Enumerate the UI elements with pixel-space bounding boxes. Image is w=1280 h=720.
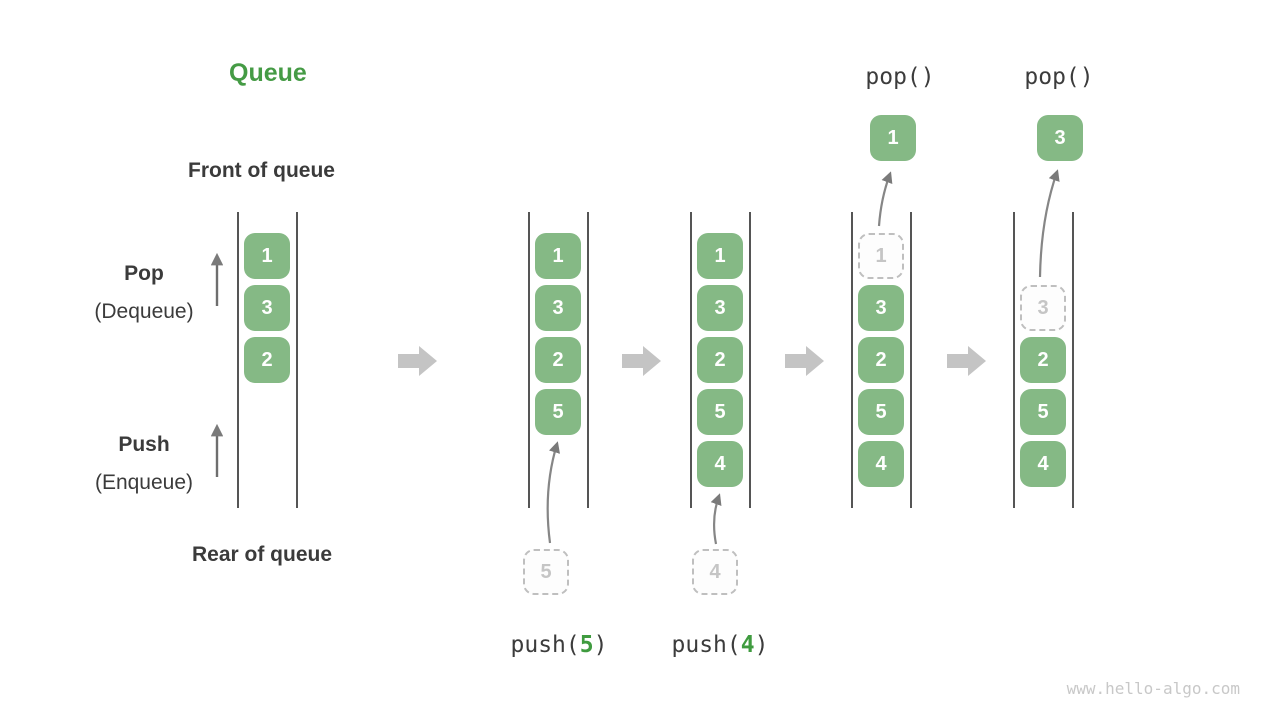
- step-arrow-icon: [622, 346, 661, 376]
- queue4-cell: 5: [858, 389, 904, 435]
- queue5-cell: 4: [1020, 441, 1066, 487]
- queue4-cell: 4: [858, 441, 904, 487]
- pop-label-1: pop(): [865, 64, 935, 90]
- dequeue-label: (Dequeue): [94, 300, 194, 323]
- queue-column-4: [851, 212, 912, 508]
- step-arrow-icon: [947, 346, 986, 376]
- queue1-cell: 2: [244, 337, 290, 383]
- queue3-cell: 4: [697, 441, 743, 487]
- queue5-cell: 5: [1020, 389, 1066, 435]
- queue-column-1: [237, 212, 298, 508]
- queue1-cell: 3: [244, 285, 290, 331]
- rear-of-queue-label: Rear of queue: [192, 543, 333, 566]
- queue-column-2: [528, 212, 589, 508]
- queue5-cell: 2: [1020, 337, 1066, 383]
- ghost-cell-push-4: 4: [692, 549, 738, 595]
- queue1-cell: 1: [244, 233, 290, 279]
- step-arrow-icon: [785, 346, 824, 376]
- queue3-cell: 2: [697, 337, 743, 383]
- ghost-cell-pop-1: 1: [858, 233, 904, 279]
- queue-column-3: [690, 212, 751, 508]
- popped-cell: 3: [1037, 115, 1083, 161]
- pop-label: Pop: [124, 262, 164, 285]
- front-of-queue-label: Front of queue: [188, 159, 335, 182]
- queue4-cell: 3: [858, 285, 904, 331]
- queue2-cell: 5: [535, 389, 581, 435]
- pop-label-2: pop(): [1024, 64, 1094, 90]
- queue2-cell: 3: [535, 285, 581, 331]
- queue3-cell: 5: [697, 389, 743, 435]
- queue-column-5: [1013, 212, 1074, 508]
- push-4-label: push(4): [671, 632, 769, 658]
- enqueue-label: (Enqueue): [94, 471, 194, 494]
- queue4-cell: 2: [858, 337, 904, 383]
- push-label: Push: [118, 433, 170, 456]
- ghost-cell-push-5: 5: [523, 549, 569, 595]
- popped-cell: 1: [870, 115, 916, 161]
- watermark: www.hello-algo.com: [1066, 679, 1240, 698]
- ghost-cell-pop-3: 3: [1020, 285, 1066, 331]
- push-5-label: push(5): [510, 632, 608, 658]
- queue2-cell: 1: [535, 233, 581, 279]
- queue3-cell: 1: [697, 233, 743, 279]
- queue3-cell: 3: [697, 285, 743, 331]
- queue2-cell: 2: [535, 337, 581, 383]
- step-arrow-icon: [398, 346, 437, 376]
- diagram-title: Queue: [229, 59, 307, 87]
